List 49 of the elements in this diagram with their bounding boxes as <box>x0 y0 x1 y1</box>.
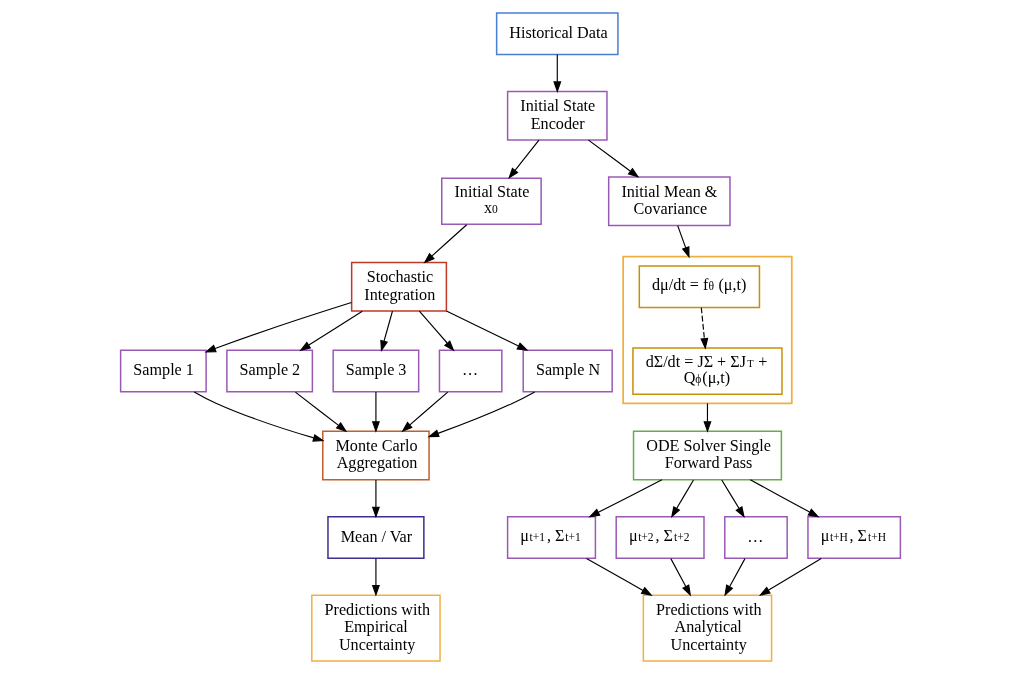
arrow <box>507 139 540 179</box>
node-box: Predictions with Empirical Uncertainty <box>310 594 441 662</box>
arrow <box>371 391 380 433</box>
node-box: Sample 2 <box>225 349 313 393</box>
node-box: Stochastic Integration <box>350 261 447 312</box>
node-box: Mean / Var <box>326 515 425 559</box>
node-box: Initial State Encoder <box>506 90 608 141</box>
arrow <box>298 310 363 352</box>
node-box: Monte Carlo Aggregation <box>321 430 430 481</box>
arrow <box>723 558 746 597</box>
arrow <box>193 391 324 442</box>
node-box: dΣ/dt = JΣ + ΣJT + Qϕ(μ,t) <box>631 347 783 395</box>
arrow <box>699 307 708 350</box>
arrow <box>204 301 352 353</box>
arrow <box>587 479 662 518</box>
arrow <box>676 225 690 259</box>
arrow <box>371 558 380 597</box>
arrow <box>670 479 694 518</box>
arrow <box>749 479 820 518</box>
cluster <box>621 255 793 405</box>
node-box: Initial Mean & Covariance <box>607 176 731 227</box>
node-box: Sample 1 <box>119 349 207 393</box>
arrow <box>400 391 448 433</box>
arrow <box>758 557 822 596</box>
arrow <box>445 310 528 351</box>
arrow <box>423 224 467 264</box>
arrow <box>587 139 639 178</box>
arrow <box>552 54 561 93</box>
arrow <box>702 402 711 433</box>
node-box: Historical Data <box>495 12 619 56</box>
node-box: … <box>438 349 503 393</box>
node-box: Predictions with Analytical Uncertainty <box>642 594 772 662</box>
node-box: Sample N <box>521 349 613 393</box>
node-box: ODE Solver Single Forward Pass <box>632 430 782 481</box>
node-box: μt+H, Σt+H <box>806 515 901 559</box>
arrow <box>585 557 653 596</box>
arrow <box>720 479 745 518</box>
arrow <box>294 391 347 433</box>
node-box: μt+2, Σt+2 <box>614 515 705 559</box>
node-box: dμ/dt = fθ (μ,t) <box>638 265 760 309</box>
arrow <box>418 310 455 352</box>
node-box: μt+1, Σt+1 <box>506 515 596 559</box>
node-box: Sample 3 <box>331 349 419 393</box>
node-box: Initial State x0 <box>440 177 542 226</box>
arrow <box>379 310 393 352</box>
arrow <box>427 391 535 438</box>
arrow <box>371 479 380 519</box>
node-box: … <box>723 515 788 559</box>
arrow <box>669 558 691 597</box>
